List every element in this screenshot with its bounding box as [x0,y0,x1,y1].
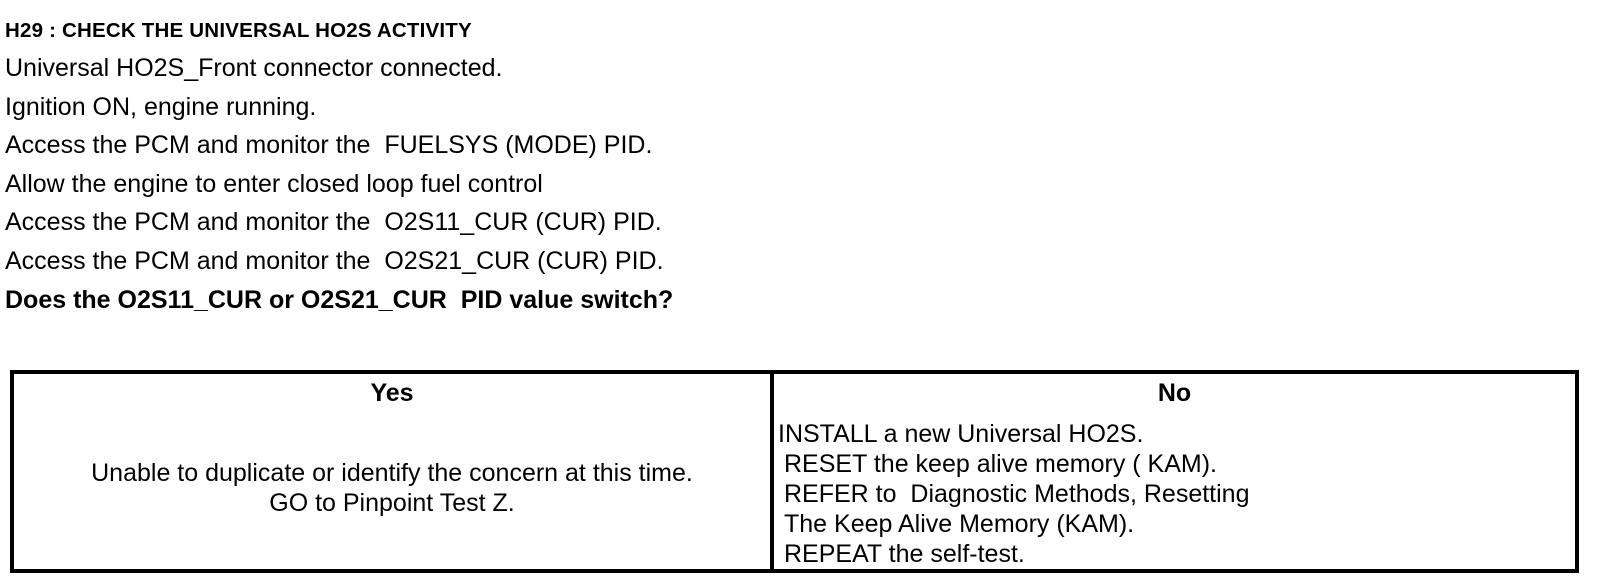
instruction-line-5: Access the PCM and monitor the O2S11_CUR… [5,208,662,236]
cell-yes-actions: Unable to duplicate or identify the conc… [14,412,772,569]
instruction-line-6: Access the PCM and monitor the O2S21_CUR… [5,246,664,275]
instruction-block: H29 : CHECK THE UNIVERSAL HO2S ACTIVITY … [5,13,1305,320]
no-action-4: The Keep Alive Memory (KAM). [784,510,1135,538]
no-action-3: REFER to Diagnostic Methods, Resetting [784,480,1250,508]
instruction-line-1: Universal HO2S_Front connector connected… [5,54,503,82]
no-action-1: INSTALL a new Universal HO2S. [778,420,1144,448]
yes-action-1: Unable to duplicate or identify the conc… [91,459,693,487]
column-header-yes: Yes [14,374,772,412]
table-row: Unable to duplicate or identify the conc… [14,412,1575,569]
cell-no-actions: INSTALL a new Universal HO2S. RESET the … [770,412,1575,569]
instruction-line-3: Access the PCM and monitor the FUELSYS (… [5,131,653,159]
no-action-5: REPEAT the self-test. [784,540,1025,568]
decision-table: Yes No Unable to duplicate or identify t… [10,370,1579,573]
instruction-line-2: Ignition ON, engine running. [5,92,317,121]
no-action-2: RESET the keep alive memory ( KAM). [784,450,1218,478]
table-header-row: Yes No [14,374,1575,412]
yes-actions-list: Unable to duplicate or identify the conc… [14,412,770,564]
decision-question: Does the O2S11_CUR or O2S21_CUR PID valu… [5,286,674,314]
no-actions-list: INSTALL a new Universal HO2S. RESET the … [774,412,1575,569]
instruction-line-4: Allow the engine to enter closed loop fu… [5,169,543,198]
step-heading: H29 : CHECK THE UNIVERSAL HO2S ACTIVITY [5,19,472,42]
column-header-no: No [770,374,1575,412]
yes-action-2: GO to Pinpoint Test Z. [269,489,515,517]
